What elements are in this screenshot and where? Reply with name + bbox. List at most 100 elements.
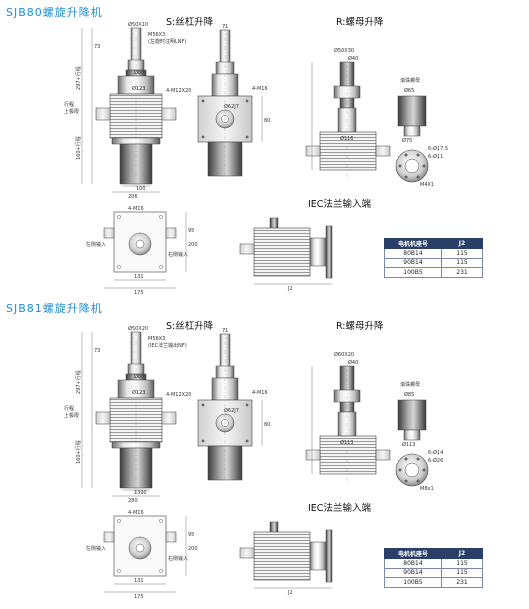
motor-frame-cell: 100B5 — [384, 577, 442, 588]
screw-lift-side-view — [197, 28, 263, 180]
dim-screw-end-1: Ø50X10 — [128, 21, 148, 28]
iec-flange-view — [239, 217, 333, 285]
screw-lift-front-view — [81, 27, 177, 193]
dim-iec-j2-2: J2 — [287, 590, 293, 596]
label-left-input-2: 左侧输入 — [86, 545, 106, 552]
view-title-screw-lift: S:丝杠升降 — [166, 17, 214, 28]
motor-j2-cell: 115 — [441, 567, 483, 578]
dim-d123-2: Ø123 — [132, 389, 145, 396]
label-left-input-1: 左侧输入 — [86, 241, 106, 248]
dim-d88-2: Ø88 — [134, 373, 144, 380]
dim-r-m-2: M8x1 — [420, 486, 434, 492]
section-title-sjb80: SJB80螺旋升降机 — [6, 6, 103, 19]
dim-d123-1: Ø123 — [132, 85, 145, 92]
dim-thread-2: M56X3 — [148, 336, 165, 342]
table-row: 100B5 231 — [384, 267, 483, 278]
dim-screw-end-2: Ø50X20 — [128, 325, 148, 332]
motor-j2-cell: 231 — [441, 267, 483, 278]
dim-iec-j2-1: J2 — [287, 286, 293, 292]
table-row: 90B14 115 — [384, 567, 483, 578]
dim-bolt-top-1: 4-M12X20 — [166, 88, 191, 94]
motor-frame-cell: 100B5 — [384, 267, 442, 278]
view-title-screw-lift-2: S:丝杠升降 — [166, 321, 214, 332]
dim-plan-bolt-1: 4-M16 — [128, 206, 144, 212]
view-title-nut-lift: R:螺母升降 — [336, 17, 384, 28]
dim-plan-w2-1: 175 — [134, 290, 144, 296]
dim-thread-note-1: (左旋时注明LNF) — [148, 38, 186, 45]
motor-table-header-j2: J2 — [441, 548, 483, 559]
dim-80-1: 80 — [264, 118, 270, 124]
dim-plan-h1-2: 95 — [188, 532, 194, 538]
motor-j2-cell: 115 — [441, 248, 483, 259]
dim-d88-1: Ø88 — [134, 69, 144, 76]
dim-160-2: 160+行程 — [75, 440, 82, 464]
table-row: 80B14 115 — [384, 558, 483, 569]
dim-plan-h2-1: 200 — [188, 242, 198, 248]
dim-bottom-w-1: 206 — [128, 194, 138, 200]
dim-r-bolt-2: 6-Ø14 — [428, 449, 443, 456]
dim-r-d2-2: Ø113 — [402, 441, 415, 448]
dim-71-2: 71 — [222, 328, 228, 334]
dim-plan-h1-1: 95 — [188, 228, 194, 234]
dim-d40-2: Ø40 — [348, 359, 358, 366]
dim-d62-2: Ø62J7 — [224, 407, 239, 414]
motor-frame-cell: 90B14 — [384, 257, 442, 268]
plan-view — [103, 211, 187, 289]
nut-title-1: 滚珠螺母 — [400, 77, 420, 84]
dim-r-bolt2-1: 6-Ø11 — [428, 153, 443, 160]
motor-frame-cell: 80B14 — [384, 248, 442, 259]
dim-80-2: 80 — [264, 422, 270, 428]
dim-r-d1-1: Ø65 — [404, 87, 414, 94]
dim-d116-1: Ø116 — [340, 135, 353, 142]
motor-frame-cell: 80B14 — [384, 558, 442, 569]
motor-j2-cell: 115 — [441, 257, 483, 268]
dim-r-d1-2: Ø85 — [404, 391, 414, 398]
dim-d116-2: Ø113 — [340, 439, 353, 446]
dim-297-2: 297+行程 — [75, 370, 82, 394]
view-title-iec-flange-2: IEC法兰输入端 — [308, 503, 371, 514]
dim-73-1: 73 — [94, 44, 100, 50]
dim-plan-w2-2: 175 — [134, 594, 144, 600]
nut-lift-view — [305, 56, 429, 183]
motor-table-header-frame: 电机机座号 — [384, 238, 442, 249]
dim-d40-1: Ø40 — [348, 55, 358, 62]
dim-297-1: 297+行程 — [75, 66, 82, 90]
dim-nut-d-2: Ø60X20 — [334, 351, 354, 358]
dim-bottom-w-2: 280 — [128, 498, 138, 504]
label-stroke-2: 行程 — [64, 405, 74, 412]
dim-plan-bolt-2: 4-M16 — [128, 510, 144, 516]
dim-r-bolt-1: 6-Ø17.5 — [428, 145, 448, 152]
dim-d62-1: Ø62J7 — [224, 103, 239, 110]
motor-j2-cell: 115 — [441, 558, 483, 569]
table-row: 80B14 115 — [384, 248, 483, 259]
dim-r-bolt2-2: 6-Ø26 — [428, 457, 443, 464]
motor-frame-cell: 90B14 — [384, 567, 442, 578]
dim-73-2: 73 — [94, 348, 100, 354]
dim-bolt-top-2: 4-M12X20 — [166, 392, 191, 398]
view-title-iec-flange: IEC法兰输入端 — [308, 199, 371, 210]
dim-nut-d-1: Ø50X30 — [334, 47, 354, 54]
motor-table-header-j2: J2 — [441, 238, 483, 249]
view-title-nut-lift-2: R:螺母升降 — [336, 321, 384, 332]
dim-plan-h2-2: 200 — [188, 546, 198, 552]
label-right-input-2: 右侧输入 — [168, 555, 188, 562]
dim-r-m-1: M4X1 — [420, 182, 434, 188]
dim-bottom-w2-1: 100 — [136, 186, 146, 192]
drawing-set-1 — [81, 27, 429, 289]
dim-160-1: 160+行程 — [75, 136, 82, 160]
motor-table-2: 电机机座号 J2 80B14 115 90B14 115 100B5 231 — [384, 548, 483, 588]
dim-bolt-side-1: 4-M16 — [252, 86, 268, 92]
dim-bolt-side-2: 4-M16 — [252, 390, 268, 396]
motor-j2-cell: 231 — [441, 577, 483, 588]
table-row: 90B14 115 — [384, 257, 483, 268]
motor-table-header-frame: 电机机座号 — [384, 548, 442, 559]
table-row: 100B5 231 — [384, 577, 483, 588]
label-limit-2: 上极限 — [64, 412, 79, 419]
dim-plan-w1-2: 131 — [134, 578, 144, 584]
label-stroke-1: 行程 — [64, 101, 74, 108]
dim-71-1: 71 — [222, 24, 228, 30]
label-limit-1: 上极限 — [64, 108, 79, 115]
label-right-input-1: 右侧输入 — [168, 251, 188, 258]
dim-thread-note-2: (IEC法兰输出NF) — [148, 342, 187, 349]
